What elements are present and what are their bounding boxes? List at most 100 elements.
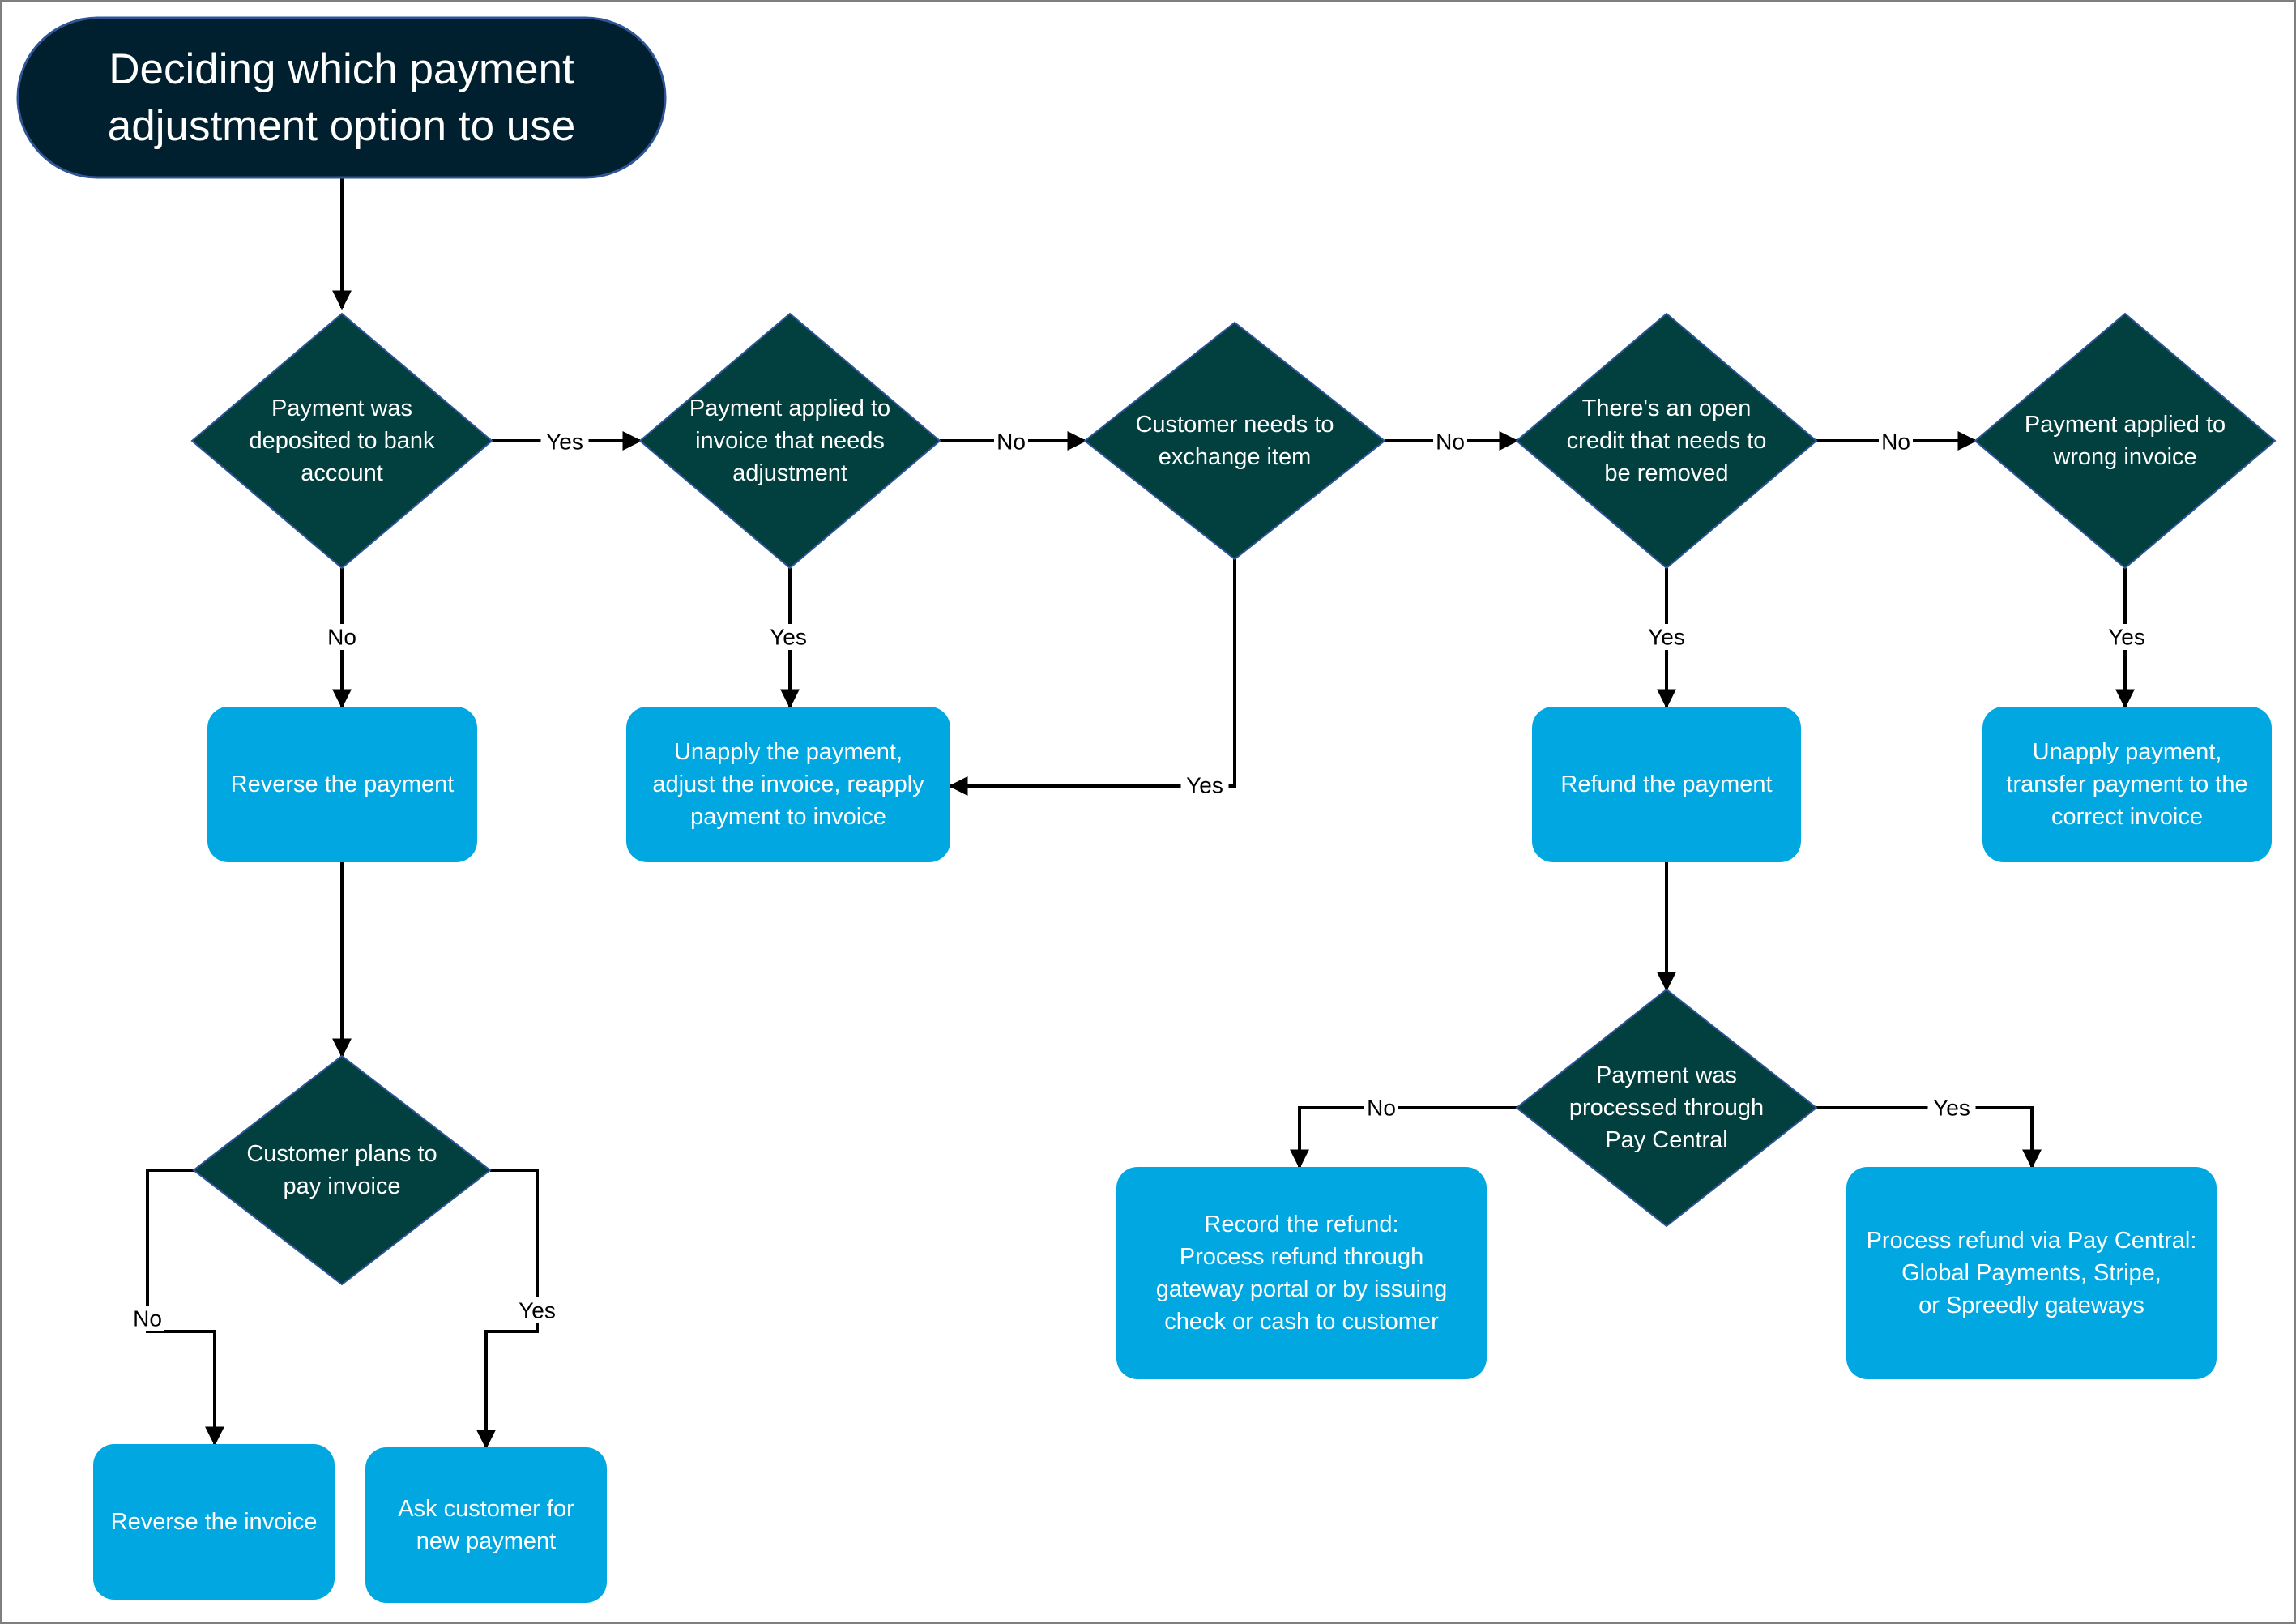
edge-label-bg (2102, 624, 2151, 650)
edge-label-bg (764, 624, 813, 650)
a8-line-2: Global Payments, Stripe, (1901, 1260, 2162, 1286)
d7-line-2: processed through (1569, 1095, 1764, 1121)
edge-label-bg (1879, 429, 1913, 455)
a3-line-1: Refund the payment (1560, 771, 1772, 797)
a5-line-1: Reverse the invoice (111, 1509, 318, 1535)
a7-line-4: check or cash to customer (1164, 1309, 1439, 1335)
edge-label-yes: Yes (519, 1298, 556, 1323)
connector-d7-a7 (1290, 1106, 1517, 1169)
d5-line-2: wrong invoice (2052, 444, 2196, 470)
action-a8: Process refund via Pay Central: Global Pa… (1846, 1167, 2217, 1379)
a4-line-1: Unapply payment, (2033, 739, 2222, 765)
decision-diamond-shape (1515, 988, 1818, 1228)
edge-label-bg (540, 429, 589, 455)
edge-label-no: No (327, 625, 356, 650)
action-box-shape (1116, 1167, 1487, 1379)
edge-label-bg (1927, 1095, 1976, 1121)
edge-label-bg (994, 429, 1028, 455)
edge-label-yes: Yes (1186, 773, 1223, 798)
edge-label-bg (513, 1297, 561, 1323)
edge-label-no: No (1881, 430, 1910, 455)
a4-line-2: transfer payment to the (2006, 771, 2247, 797)
decision-diamond-shape (190, 312, 493, 570)
title-terminator-shape (16, 16, 667, 179)
a1-line-1: Reverse the payment (231, 771, 455, 797)
d3-line-1: Customer needs to (1135, 412, 1334, 438)
a2-line-1: Unapply the payment, (674, 739, 903, 765)
edge-label-bg (1180, 772, 1229, 798)
d4-line-2: credit that needs to (1567, 428, 1767, 454)
a7-line-1: Record the refund: (1204, 1212, 1398, 1237)
action-a7: Record the refund: Process refund through… (1116, 1167, 1487, 1379)
d1-line-3: account (301, 460, 383, 486)
edge-label-bg (1642, 624, 1691, 650)
connector-d7-a8 (1816, 1106, 2042, 1169)
action-a2: Unapply the payment, adjust the invoice, … (626, 707, 950, 862)
d6-line-1: Customer plans to (246, 1141, 437, 1167)
a7-line-2: Process refund through (1180, 1244, 1423, 1270)
d6-line-2: pay invoice (283, 1173, 400, 1199)
edge-label-bg (1433, 429, 1467, 455)
a2-line-3: payment to invoice (690, 804, 886, 830)
action-box-shape (1846, 1167, 2217, 1379)
d4-line-3: be removed (1604, 460, 1728, 486)
edge-label-yes: Yes (2108, 625, 2145, 650)
edge-label-no: No (1436, 430, 1465, 455)
a6-line-1: Ask customer for (398, 1496, 574, 1522)
edge-label-no: No (1367, 1096, 1396, 1121)
edge-label-yes: Yes (770, 625, 807, 650)
d2-line-3: adjustment (732, 460, 847, 486)
decision-d4: There's an open credit that needs to be re… (1515, 312, 1818, 570)
decision-d5: Payment applied to wrong invoice (1974, 312, 2277, 570)
edge-label-yes: Yes (1648, 625, 1685, 650)
title-line-2: adjustment option to use (108, 102, 576, 150)
decision-diamond-shape (1083, 321, 1386, 561)
edge-label-bg (1364, 1095, 1398, 1121)
action-box-shape (626, 707, 950, 862)
action-a1: Reverse the payment (207, 707, 477, 862)
decision-diamond-shape (1974, 312, 2277, 570)
d5-line-1: Payment applied to (2025, 412, 2226, 438)
d7-line-1: Payment was (1596, 1062, 1737, 1088)
action-box-shape (1532, 707, 1801, 862)
decision-diamond-shape (638, 312, 941, 570)
a6-line-2: new payment (416, 1528, 557, 1554)
decision-diamond-shape (192, 1054, 492, 1286)
action-a4: Unapply payment, transfer payment to the c… (1982, 707, 2272, 862)
a8-line-3: or Spreedly gateways (1918, 1293, 2144, 1318)
action-box-shape (365, 1447, 607, 1603)
title-line-1: Deciding which payment (109, 45, 574, 93)
action-box-shape (93, 1444, 335, 1600)
edge-label-no: No (133, 1306, 162, 1331)
action-box-shape (207, 707, 477, 862)
a2-line-2: adjust the invoice, reapply (652, 771, 924, 797)
edge-label-no: No (996, 430, 1026, 455)
edge-label-bg (325, 624, 359, 650)
action-a3: Refund the payment (1532, 707, 1801, 862)
d7-line-3: Pay Central (1605, 1127, 1728, 1153)
edge-label-yes: Yes (1933, 1096, 1970, 1121)
decision-d6: Customer plans to pay invoice (192, 1054, 492, 1286)
action-box-shape (1982, 707, 2272, 862)
decision-diamond-shape (1515, 312, 1818, 570)
connector-d6-a6 (476, 1169, 539, 1450)
a4-line-3: correct invoice (2051, 804, 2203, 830)
a7-line-3: gateway portal or by issuing (1156, 1276, 1447, 1302)
connector-d3-a2 (948, 559, 1236, 796)
action-a5: Reverse the invoice (93, 1444, 335, 1600)
d2-line-1: Payment applied to (689, 395, 890, 421)
edge-label-bg (130, 1306, 164, 1331)
edge-label-yes: Yes (546, 430, 583, 455)
decision-d2: Payment applied to invoice that needs adju… (638, 312, 941, 570)
d4-line-1: There's an open (1582, 395, 1752, 421)
d2-line-2: invoice that needs (695, 428, 885, 454)
a8-line-1: Process refund via Pay Central: (1867, 1228, 2197, 1254)
decision-d3: Customer needs to exchange item (1083, 321, 1386, 561)
flowchart-title: Deciding which payment adjustment option … (16, 16, 667, 179)
action-a6: Ask customer for new payment (365, 1447, 607, 1603)
d3-line-2: exchange item (1159, 444, 1312, 470)
d1-line-1: Payment was (271, 395, 412, 421)
